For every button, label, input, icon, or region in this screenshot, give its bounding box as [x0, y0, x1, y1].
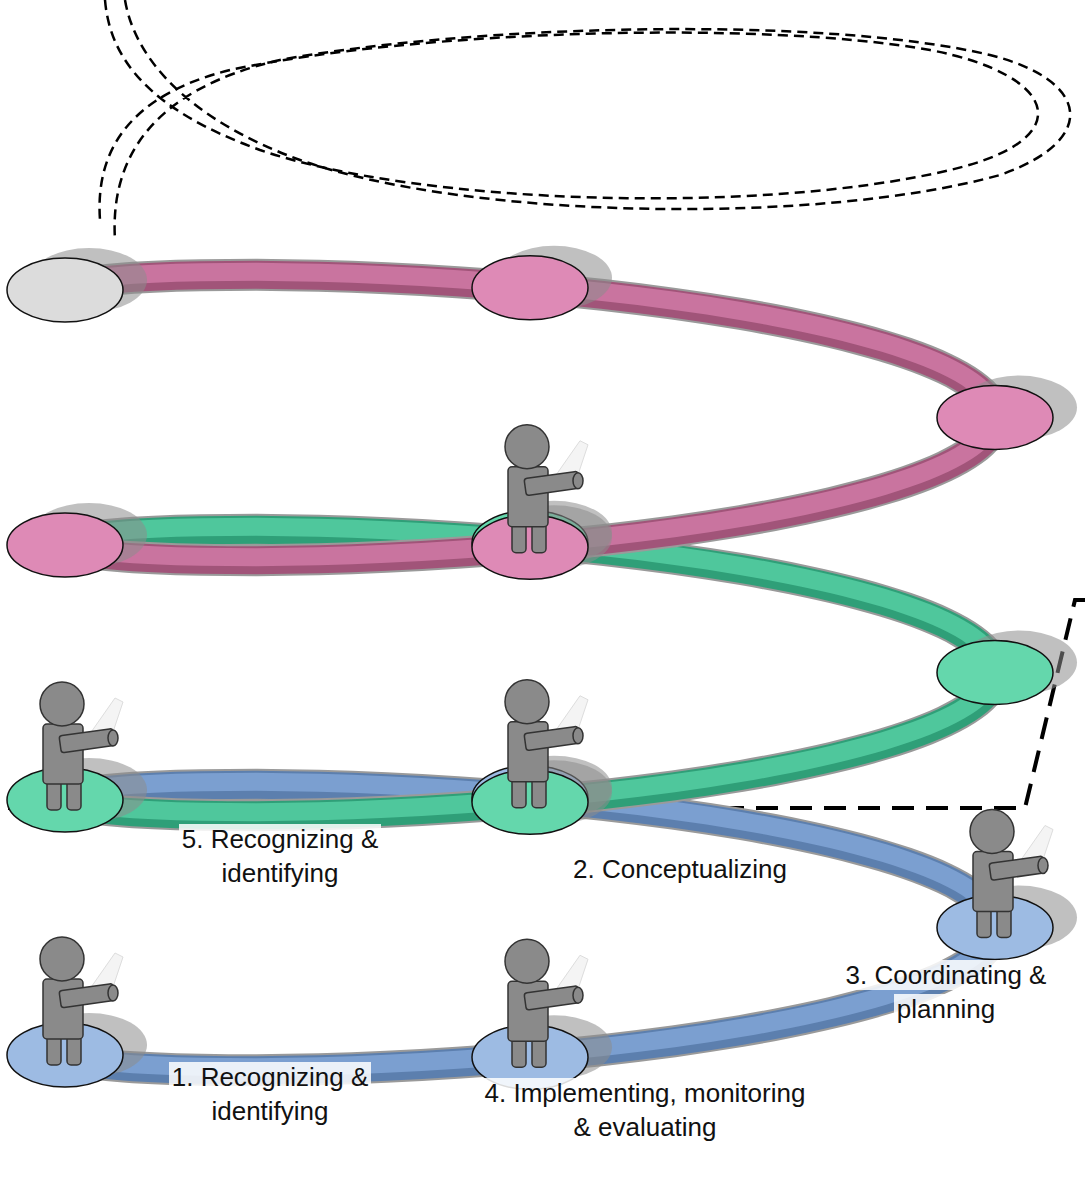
disc: [937, 641, 1053, 705]
stage-label: 5. Recognizing & identifying: [179, 824, 382, 888]
person-figure: [40, 682, 123, 810]
stage-label-box: 2. Conceptualizing: [545, 852, 815, 886]
disc: [472, 256, 588, 320]
stage-label-box: 3. Coordinating & planning: [815, 958, 1077, 1026]
disc: [937, 386, 1053, 450]
stage-label: 1. Recognizing & identifying: [169, 1062, 372, 1126]
person-figure: [505, 680, 588, 808]
person-figure: [40, 937, 123, 1065]
people: [40, 425, 1053, 1068]
dashed-loop: [115, 0, 1071, 240]
stage-disc: [937, 376, 1077, 450]
stage-label-box: 4. Implementing, monitoring & evaluating: [480, 1076, 810, 1144]
disc: [7, 258, 123, 322]
stage-label: 2. Conceptualizing: [570, 854, 790, 884]
dashed-loop: [100, 0, 1039, 220]
stage-label: 4. Implementing, monitoring & evaluating: [482, 1078, 809, 1142]
stage-discs: [7, 246, 1077, 1090]
stage-disc: [472, 246, 612, 320]
stage-label-box: 1. Recognizing & identifying: [140, 1060, 400, 1128]
stage-disc: [7, 503, 147, 577]
person-figure: [970, 810, 1053, 938]
person-figure: [505, 939, 588, 1067]
stage-label-box: 5. Recognizing & identifying: [150, 822, 410, 890]
stage-disc: [937, 631, 1077, 705]
stage-disc: [7, 248, 147, 322]
disc: [7, 513, 123, 577]
person-figure: [505, 425, 588, 553]
stage-label: 3. Coordinating & planning: [843, 960, 1050, 1024]
spiral-bands: [65, 272, 995, 1070]
future-turn: [8, 0, 1085, 808]
